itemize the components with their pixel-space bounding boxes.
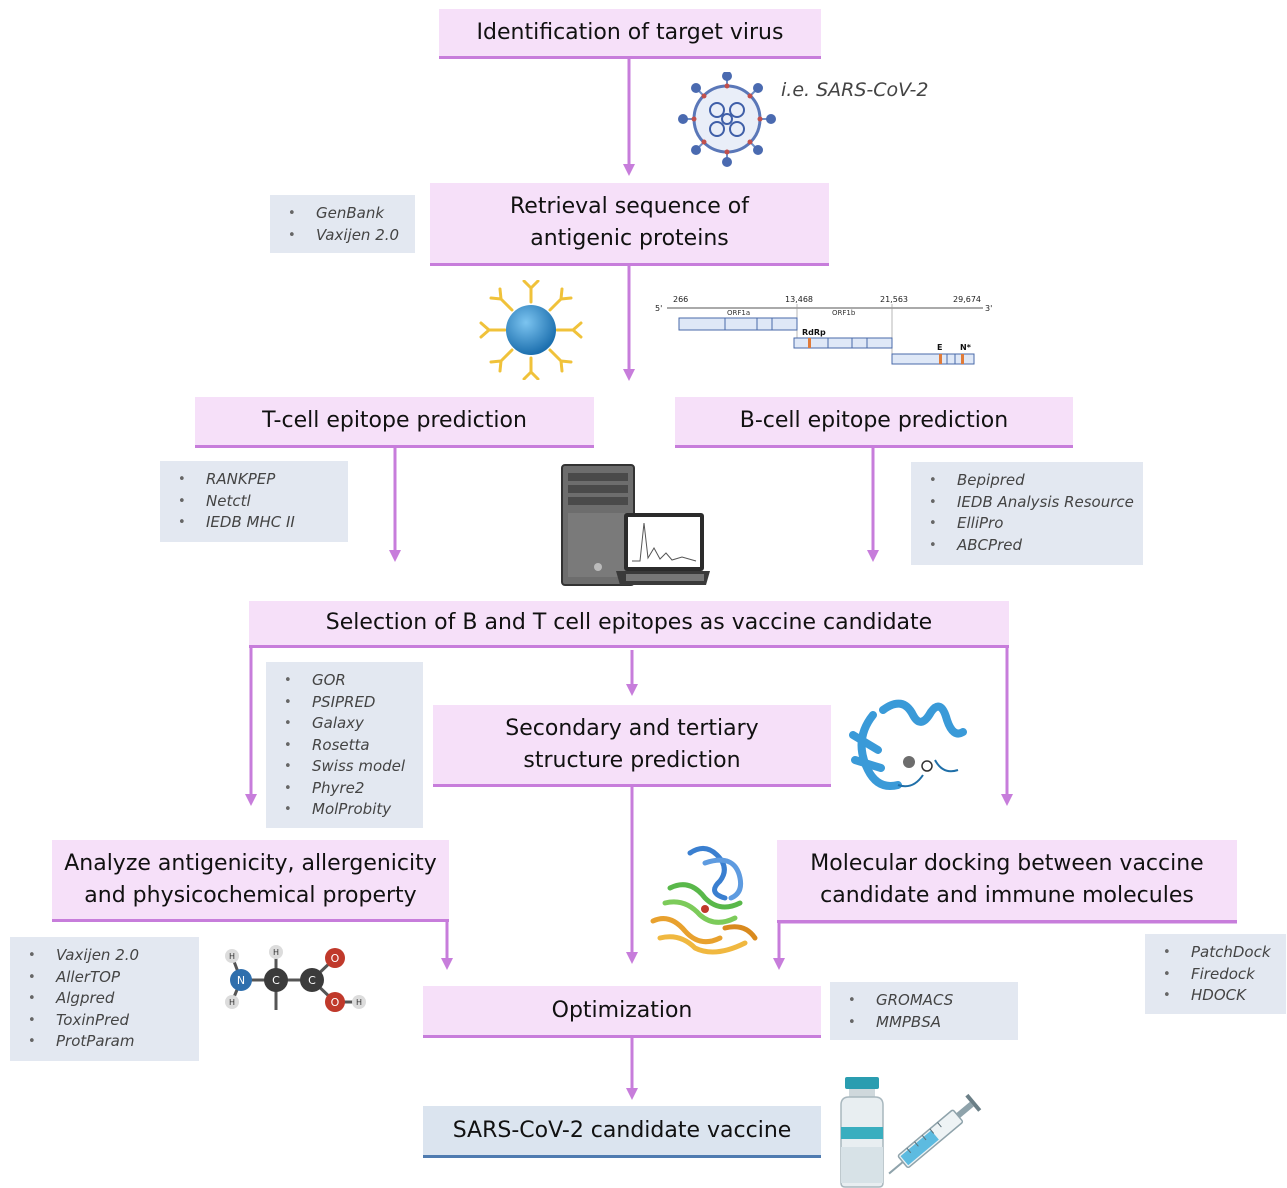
nitrogen-atom: [230, 969, 252, 991]
protein-ribbon-icon: [843, 690, 968, 800]
svg-text:H: H: [229, 998, 235, 1007]
virus-caption: i.e. SARS-CoV-2: [781, 79, 929, 101]
oxygen-atom: [325, 948, 345, 968]
step-selection: Selection of B and T cell epitopes as va…: [249, 601, 1009, 648]
tool-item: Netctl: [178, 491, 338, 513]
tools-tcell: RANKPEP Netctl IEDB MHC II: [160, 461, 348, 542]
genome-orf1a-label: ORF1a: [727, 309, 750, 317]
tool-item: ProtParam: [28, 1031, 189, 1053]
virus-icon: [677, 72, 777, 167]
tool-item: PatchDock: [1163, 942, 1276, 964]
genome-position: 29,674: [953, 295, 981, 304]
hydrogen-atom: [225, 995, 239, 1009]
tool-item: GROMACS: [848, 990, 1008, 1012]
tools-retrieval: GenBank Vaxijen 2.0: [270, 195, 415, 253]
protein-complex-icon: [645, 843, 765, 958]
tool-item: Algpred: [28, 988, 189, 1010]
genome-rdrp-label: RdRp: [802, 328, 826, 337]
vaccine-vial-syringe-icon: [835, 1075, 995, 1188]
carbon-atom: [300, 968, 324, 992]
tool-item: Phyre2: [284, 778, 413, 800]
genome-position: 21,563: [880, 295, 908, 304]
hydrogen-atom: [352, 995, 366, 1009]
svg-text:H: H: [229, 952, 235, 961]
genome-map: 5' 3' 266 13,468 21,563 29,674 ORF1a ORF…: [655, 292, 995, 372]
tool-item: Vaxijen 2.0: [28, 945, 189, 967]
tool-item: ABCPred: [929, 535, 1133, 557]
svg-text:C: C: [308, 974, 316, 987]
genome-position: 266: [673, 295, 688, 304]
tool-item: Vaxijen 2.0: [288, 225, 405, 247]
tool-item: IEDB MHC II: [178, 512, 338, 534]
svg-text:O: O: [331, 996, 340, 1009]
step-structure-prediction: Secondary and tertiary structure predict…: [433, 705, 831, 787]
genome-orf1b-label: ORF1b: [832, 309, 856, 317]
tool-item: Rosetta: [284, 735, 413, 757]
genome-position: 13,468: [785, 295, 813, 304]
oxygen-atom: [325, 992, 345, 1012]
tool-item: RANKPEP: [178, 469, 338, 491]
tool-item: AllerTOP: [28, 967, 189, 989]
step-candidate-vaccine: SARS-CoV-2 candidate vaccine: [423, 1106, 821, 1158]
genome-three-prime: 3': [985, 304, 992, 313]
tool-item: Firedock: [1163, 964, 1276, 986]
step-bcell-prediction: B-cell epitope prediction: [675, 397, 1073, 448]
tools-optimization: GROMACS MMPBSA: [830, 982, 1018, 1040]
hydrogen-atom: [269, 945, 283, 959]
step-antigenicity-analysis: Analyze antigenicity, allergenicity and …: [52, 840, 449, 922]
tools-bcell: Bepipred IEDB Analysis Resource ElliPro …: [911, 462, 1143, 565]
tools-docking: PatchDock Firedock HDOCK: [1145, 934, 1286, 1014]
hydrogen-atom: [225, 949, 239, 963]
genome-five-prime: 5': [655, 304, 662, 313]
tool-item: ToxinPred: [28, 1010, 189, 1032]
svg-text:C: C: [272, 974, 280, 987]
tool-item: IEDB Analysis Resource: [929, 492, 1134, 514]
step-optimization: Optimization: [423, 986, 821, 1038]
svg-text:N: N: [237, 974, 245, 987]
tool-item: MolProbity: [284, 799, 413, 821]
tool-item: GOR: [284, 670, 413, 692]
orf1a-segment: [678, 317, 798, 331]
computer-icon: [560, 463, 712, 588]
tools-antigenicity: Vaxijen 2.0 AllerTOP Algpred ToxinPred P…: [10, 937, 199, 1061]
tool-item: MMPBSA: [848, 1012, 1008, 1034]
structural-segment: [891, 353, 975, 365]
step-identification: Identification of target virus: [439, 9, 821, 59]
genome-n-label: N*: [960, 343, 972, 352]
genome-e-label: E: [937, 343, 942, 352]
tool-item: Bepipred: [929, 470, 1133, 492]
svg-text:O: O: [331, 952, 340, 965]
carbon-atom: [264, 968, 288, 992]
tool-item: Galaxy: [284, 713, 413, 735]
step-molecular-docking: Molecular docking between vaccine candid…: [777, 840, 1237, 923]
tool-item: ElliPro: [929, 513, 1133, 535]
step-retrieval: Retrieval sequence of antigenic proteins: [430, 183, 829, 266]
tool-item: GenBank: [288, 203, 405, 225]
antibody-cell-icon: [475, 280, 587, 380]
amino-acid-molecule-icon: H H H H N C C O O: [220, 940, 370, 1020]
tool-item: Swiss model: [284, 756, 413, 778]
svg-text:H: H: [273, 948, 279, 957]
svg-text:H: H: [356, 998, 362, 1007]
step-tcell-prediction: T-cell epitope prediction: [195, 397, 594, 448]
tool-item: HDOCK: [1163, 985, 1276, 1007]
orf1b-segment: [793, 337, 893, 349]
tool-item: PSIPRED: [284, 692, 413, 714]
tools-structure: GOR PSIPRED Galaxy Rosetta Swiss model P…: [266, 662, 423, 828]
